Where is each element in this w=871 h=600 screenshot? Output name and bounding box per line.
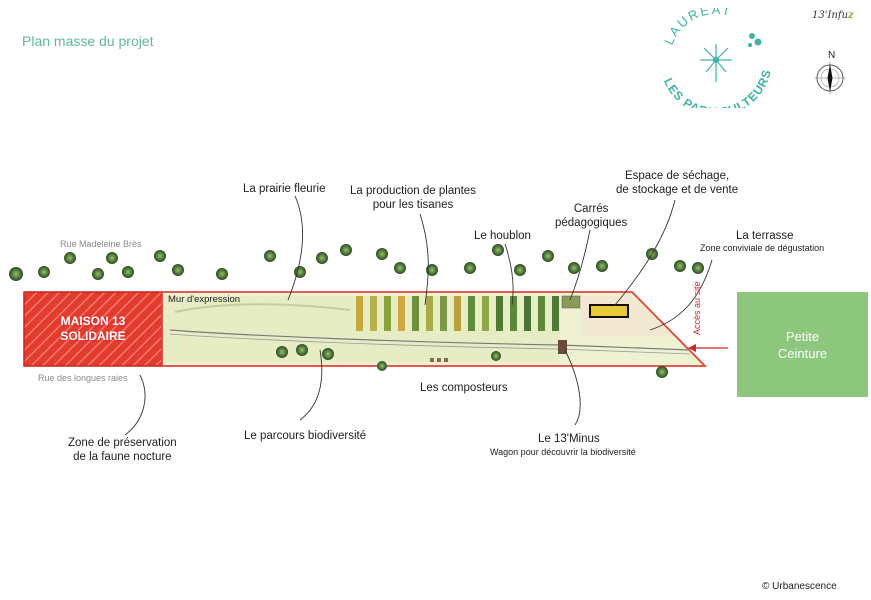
composteurs-label: Les composteurs [420,382,508,394]
petite-ceinture-zone: Petite Ceinture [737,292,868,397]
houblon-label: Le houblon [474,230,531,242]
plantes-label: La production de plantes pour les tisane… [350,185,476,211]
sechage-label: Espace de séchage, de stockage et de ven… [616,170,739,196]
terrasse-sublabel: Zone conviviale de dégustation [700,243,825,253]
track-line [169,329,691,351]
compass-icon: N [814,50,846,94]
minus-label: Le 13'Minus [538,433,600,445]
composteurs [430,358,448,362]
ceinture-line1: Petite [785,328,820,344]
acces-label: Accès au site [692,281,702,335]
callout-lines [124,195,713,436]
plant-rows [356,296,559,331]
compass-north-label: N [828,50,835,61]
terrasse-label: La terrasse [736,230,794,242]
brand-mark: 13'Infuz [812,10,854,21]
laureat-logo: LAURÉAT LES PARISCULTEURS [661,8,773,108]
copyright: © Urbanescence [762,581,837,592]
minus-sublabel: Wagon pour découvrir la biodiversité [490,447,636,457]
maison-13-building [23,291,163,367]
street-north: Rue Madeleine Brès [60,239,142,249]
street-south: Rue des longues raies [38,373,128,383]
mur-expression-label: Mur d'expression [168,294,241,305]
wagon-13-minus [558,340,567,354]
trees [9,244,704,378]
ceinture-line2: Ceinture [777,345,828,361]
page-title: Plan masse du projet [22,33,154,49]
sechage-building [589,304,629,318]
parcours-label: Le parcours biodiversité [244,430,367,442]
preservation-label: Zone de préservation de la faune nocture [68,437,177,463]
access-arrow-icon [688,344,728,352]
carres-pedagogiques [561,295,581,309]
prairie-label: La prairie fleurie [243,183,326,195]
carres-label: Carrés pédagogiques [555,203,628,229]
dandelion-icon [700,44,732,82]
